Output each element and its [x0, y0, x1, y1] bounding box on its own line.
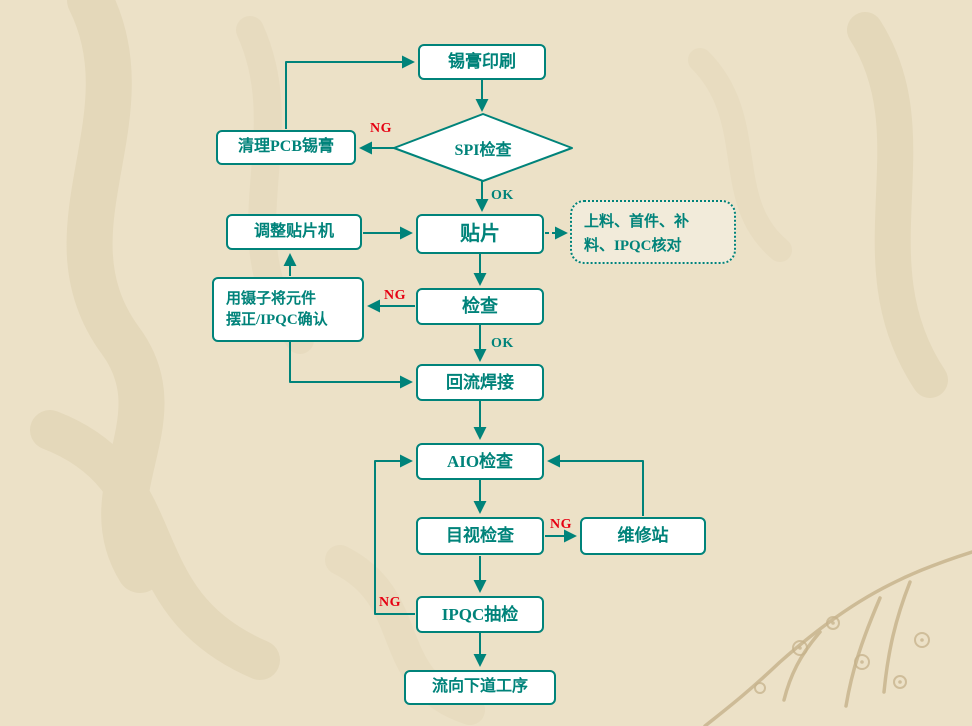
- plum-branch-decoration: [703, 550, 972, 726]
- label-inspect-ok: OK: [491, 336, 514, 351]
- label-inspect-ng: NG: [384, 288, 406, 303]
- edge-clean-to-print: [285, 55, 415, 129]
- label-visual-ng: NG: [550, 517, 572, 532]
- node-repair-station: 维修站: [580, 517, 706, 555]
- node-reflow-soldering: 回流焊接: [416, 364, 544, 401]
- node-aoi-check: AIO检查: [416, 443, 544, 480]
- node-solder-paste-print: 锡膏印刷: [418, 44, 546, 80]
- node-ipqc-sampling: IPQC抽检: [416, 596, 544, 633]
- node-inspection: 检查: [416, 288, 544, 325]
- label-spi-ok: OK: [491, 188, 514, 203]
- edge-repair-to-aoi: [547, 454, 644, 516]
- decision-diamond-shape: [393, 113, 573, 182]
- node-next-process: 流向下道工序: [404, 670, 556, 705]
- node-tweezer-fix-ipqc: 用镊子将元件 摆正/IPQC确认: [212, 277, 364, 342]
- label-spi-ng: NG: [370, 121, 392, 136]
- edge-tweezer-to-reflow: [289, 342, 413, 389]
- decision-spi-check-label: SPI检查: [454, 142, 512, 159]
- label-ipqc-ng: NG: [379, 595, 401, 610]
- node-placement: 贴片: [416, 214, 544, 254]
- edge-ipqc-to-aoi: [374, 454, 415, 615]
- node-visual-check: 目视检查: [416, 517, 544, 555]
- note-loading-firstpiece-ipqc: 上料、首件、补 料、IPQC核对: [570, 200, 736, 264]
- node-adjust-mounter: 调整贴片机: [226, 214, 362, 250]
- node-clean-pcb-solder: 清理PCB锡膏: [216, 130, 356, 165]
